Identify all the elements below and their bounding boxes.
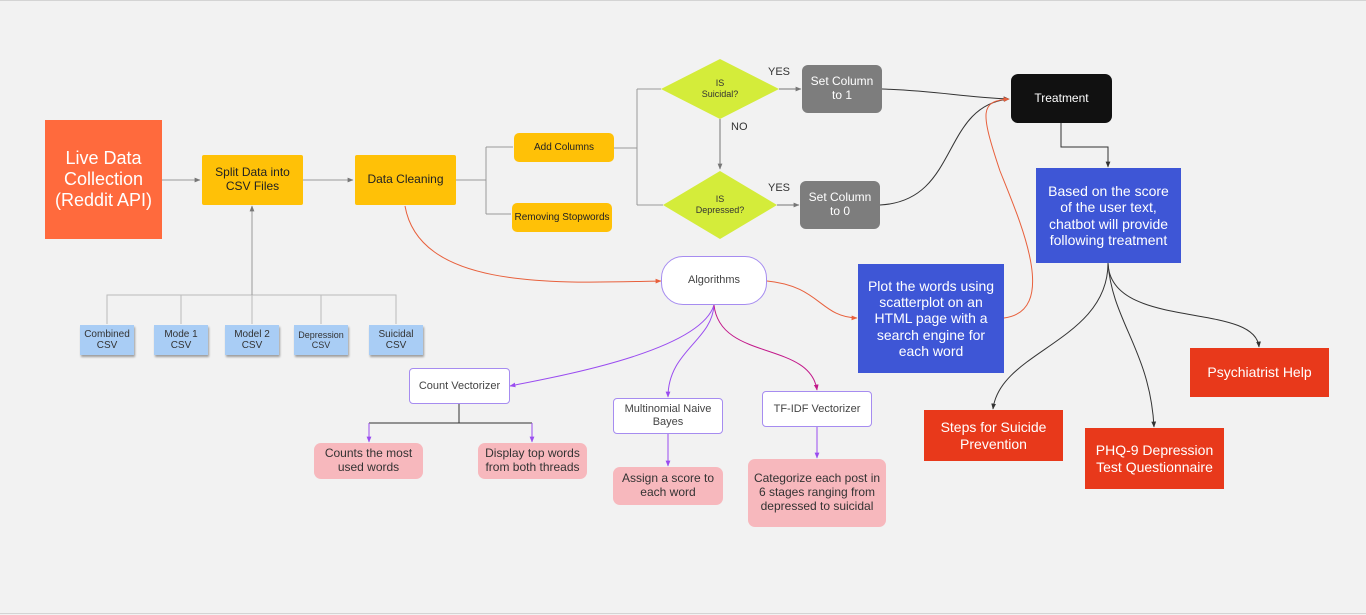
edge-set0-to-treatment [879,97,1010,206]
csv-file-note: Mode 1 CSV [154,325,208,355]
csv-file-note: Combined CSV [80,325,134,355]
edge-addcols-to-decisions [614,88,663,206]
set-column-0-node: Set Column to 0 [800,181,880,229]
edge-set1-to-treatment [881,88,1010,102]
algorithms-node: Algorithms [661,256,767,305]
set-column-1-node: Set Column to 1 [802,65,882,113]
edge-algorithms-to-count-vectorizer [509,304,715,388]
edge-desc-to-suicide-prevention [991,262,1109,410]
count-vectorizer-node: Count Vectorizer [409,368,510,404]
edge-treatment-to-description [1060,123,1111,168]
edge-algorithms-to-plot [766,280,858,321]
csv-file-note: Model 2 CSV [225,325,279,355]
add-columns-node: Add Columns [514,133,614,162]
edge-desc-to-phq9 [1107,262,1157,428]
edge-plot-to-treatment [985,96,1034,319]
psychiatrist-help-node: Psychiatrist Help [1190,348,1329,397]
tfidf-vectorizer-node: TF-IDF Vectorizer [762,391,872,427]
treatment-description-node: Based on the score of the user text, cha… [1036,168,1181,263]
data-cleaning-node: Data Cleaning [355,155,456,205]
edge-count-vectorizer-outputs [369,404,532,424]
csv-file-note: Suicidal CSV [369,325,423,355]
edge-cleaning-to-branches [456,146,513,215]
removing-stopwords-node: Removing Stopwords [512,203,612,232]
edge-algorithms-to-tfidf [713,304,819,391]
edge-csv-tree [106,294,397,324]
multinomial-naive-bayes-node: Multinomial Naive Bayes [613,398,723,434]
yes-label-depressed: YES [768,182,791,194]
split-data-node: Split Data into CSV Files [202,155,303,205]
plot-words-node: Plot the words using scatterplot on an H… [858,264,1004,373]
edge-cleaning-to-algorithms [404,205,662,284]
live-data-collection-node: Live Data Collection (Reddit API) [45,120,162,239]
is-depressed-diamond [663,171,777,239]
counts-most-used-node: Counts the most used words [314,443,423,479]
phq9-questionnaire-node: PHQ-9 Depression Test Questionnaire [1085,428,1224,489]
edge-desc-to-psychiatrist [1107,262,1261,348]
yes-label-suicidal: YES [768,66,791,78]
suicide-prevention-node: Steps for Suicide Prevention [924,410,1063,461]
categorize-post-node: Categorize each post in 6 stages ranging… [748,459,886,527]
no-label: NO [731,121,748,133]
treatment-node: Treatment [1011,74,1112,123]
is-suicidal-diamond [661,59,779,119]
display-top-words-node: Display top words from both threads [478,443,587,479]
is-suicidal-label: IS Suicidal? [701,78,739,99]
csv-file-note: Depression CSV [294,325,348,355]
is-depressed-label: IS Depressed? [695,194,745,215]
assign-score-node: Assign a score to each word [613,467,723,505]
edge-algorithms-to-multinomial-nb [665,304,715,398]
